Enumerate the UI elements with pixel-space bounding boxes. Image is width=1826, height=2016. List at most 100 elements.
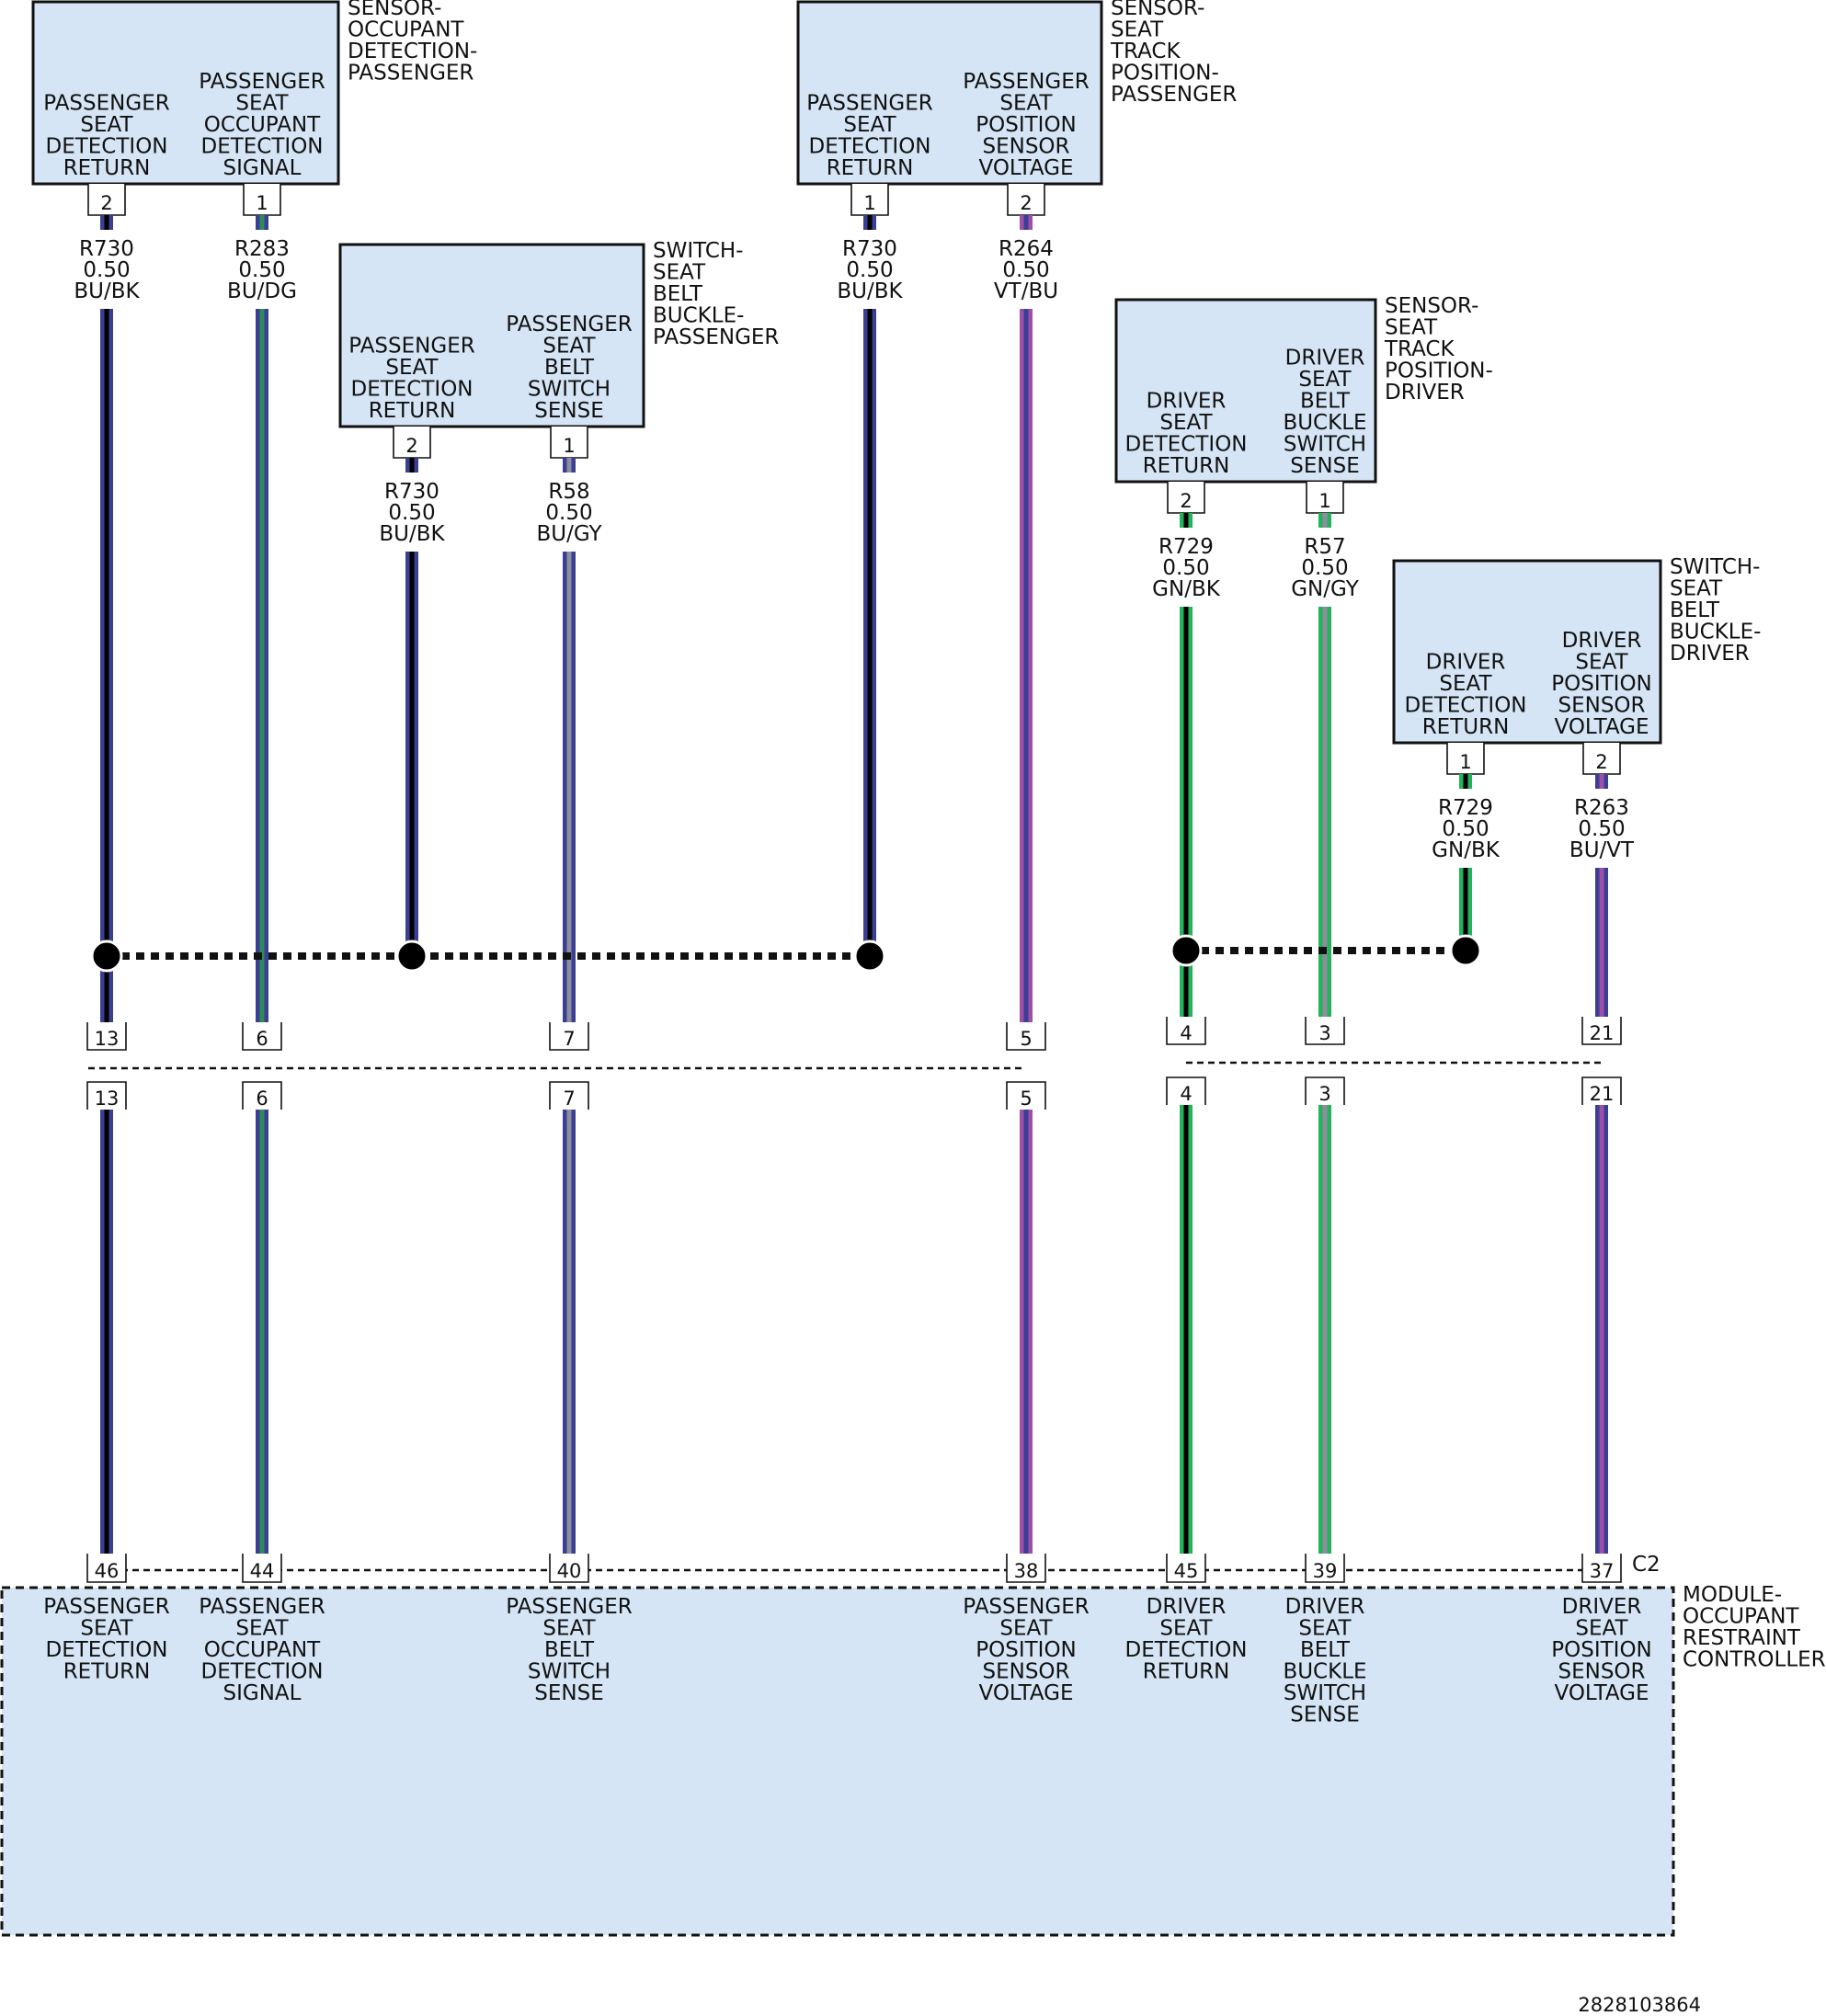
component-name-stp: SENSOR- xyxy=(1111,0,1204,20)
module-pin-function-label: BELT xyxy=(544,1638,595,1662)
module-pin-function-label: SENSE xyxy=(1290,1703,1359,1727)
inline-pin-number-lower: 5 xyxy=(1020,1088,1032,1110)
inline-pin-tab-lower xyxy=(1581,1076,1622,1105)
pin-function-label: SEAT xyxy=(1159,411,1213,435)
wire-gauge-label: 0.50 xyxy=(238,258,285,282)
pin-function-label: RETURN xyxy=(369,399,456,423)
inline-pin-tab-lower xyxy=(86,1081,127,1110)
pin-function-label: POSITION xyxy=(976,113,1077,137)
component-name-sod: DETECTION- xyxy=(348,40,477,63)
inline-pin-number-lower: 13 xyxy=(95,1088,120,1110)
wire-circuit-label: R729 xyxy=(1158,535,1214,559)
module-pin-function-label: SENSOR xyxy=(1558,1660,1645,1684)
inline-pin-tab-upper xyxy=(1006,1022,1046,1051)
inline-pin-number-lower: 7 xyxy=(563,1088,575,1110)
pin-function-label: SEAT xyxy=(385,356,439,380)
pin-function-label: RETURN xyxy=(63,156,151,180)
module-pin-tab xyxy=(1006,1554,1046,1583)
component-name-sbp: BUCKLE- xyxy=(653,304,744,328)
wire-circuit-label: R730 xyxy=(79,237,134,261)
inline-pin-number-upper: 6 xyxy=(256,1028,268,1050)
component-name-stp: POSITION- xyxy=(1111,62,1219,85)
pin-function-label: VOLTAGE xyxy=(1554,715,1649,739)
inline-pin-number-lower: 3 xyxy=(1318,1083,1330,1105)
module-pin-function-label: SIGNAL xyxy=(223,1681,302,1705)
inline-pin-number-lower: 6 xyxy=(256,1088,268,1110)
pin-function-label: DETECTION xyxy=(1124,433,1247,457)
module-pin-function-label: SEAT xyxy=(1159,1617,1213,1641)
wire-gauge-label: 0.50 xyxy=(545,501,592,525)
pin-function-label: DETECTION xyxy=(45,135,167,159)
module-pin-number: 46 xyxy=(95,1560,120,1582)
wire-circuit-label: R729 xyxy=(1438,796,1493,820)
wire-circuit-label: R57 xyxy=(1304,535,1345,559)
wire-gauge-label: 0.50 xyxy=(1442,817,1489,841)
inline-pin-number-upper: 3 xyxy=(1318,1022,1330,1044)
pin-function-label: VOLTAGE xyxy=(978,156,1073,180)
wire-circuit-label: R263 xyxy=(1574,796,1629,820)
module-pin-function-label: DETECTION xyxy=(200,1660,323,1684)
inline-pin-tab-lower xyxy=(1166,1076,1206,1105)
pin-function-label: DRIVER xyxy=(1426,651,1506,675)
wire-gauge-label: 0.50 xyxy=(388,501,435,525)
component-name-sbd: SWITCH- xyxy=(1670,555,1760,579)
pin-function-label: PASSENGER xyxy=(43,92,169,116)
module-name: RESTRAINT xyxy=(1683,1626,1801,1650)
pin-function-label: SEAT xyxy=(80,113,133,137)
wire-circuit-label: R264 xyxy=(999,237,1054,261)
pin-number: 2 xyxy=(405,435,417,457)
inline-pin-tab-lower xyxy=(549,1081,589,1110)
component-box-stp xyxy=(796,0,1103,186)
pin-function-label: BELT xyxy=(544,356,595,380)
component-name-sbd: BELT xyxy=(1670,598,1720,622)
wire-color-label: GN/GY xyxy=(1291,577,1359,601)
module-pin-function-label: RETURN xyxy=(1143,1660,1230,1684)
component-name-sod: OCCUPANT xyxy=(348,18,464,42)
pin-function-label: SENSE xyxy=(1290,454,1359,478)
component-box-sbd xyxy=(1392,559,1662,745)
pin-function-label: OCCUPANT xyxy=(204,113,321,137)
module-pin-function-label: SEAT xyxy=(235,1617,289,1641)
inline-pin-tab-upper xyxy=(242,1022,282,1051)
module-pin-function-label: SEAT xyxy=(999,1617,1053,1641)
wire-color-label: GN/BK xyxy=(1152,577,1221,601)
component-name-std: SEAT xyxy=(1385,316,1438,340)
figure-id: 2828103864 xyxy=(1578,1994,1701,2016)
pin-function-label: SEAT xyxy=(1298,368,1352,392)
pin-function-label: PASSENGER xyxy=(348,335,474,359)
module-pin-function-label: SENSOR xyxy=(982,1660,1069,1684)
pin-number: 2 xyxy=(1180,490,1192,512)
pin-number: 2 xyxy=(1595,751,1607,773)
module-pin-tab xyxy=(242,1554,282,1583)
module-name: MODULE- xyxy=(1683,1583,1782,1607)
module-pin-number: 45 xyxy=(1174,1560,1199,1582)
inline-pin-number-upper: 4 xyxy=(1180,1022,1192,1044)
module-pin-function-label: SEAT xyxy=(80,1617,133,1641)
pin-function-label: DRIVER xyxy=(1562,629,1642,653)
component-name-stp: SEAT xyxy=(1111,18,1164,42)
inline-pin-number-upper: 5 xyxy=(1020,1028,1032,1050)
pin-number: 2 xyxy=(100,192,112,214)
pin-function-label: BELT xyxy=(1300,390,1351,414)
wire-gauge-label: 0.50 xyxy=(1162,556,1209,580)
module-pin-function-label: OCCUPANT xyxy=(204,1638,321,1662)
pin-function-label: SEAT xyxy=(1439,672,1492,696)
pin-function-label: SENSE xyxy=(534,399,603,423)
component-name-std: TRACK xyxy=(1384,337,1455,361)
pin-function-label: SEAT xyxy=(542,335,596,359)
module-pin-tab xyxy=(549,1554,589,1583)
module-pin-function-label: PASSENGER xyxy=(963,1595,1089,1619)
component-name-sod: PASSENGER xyxy=(348,62,474,85)
component-box-sbp xyxy=(338,243,645,428)
module-pin-function-label: DETECTION xyxy=(45,1638,167,1662)
pin-function-label: SEAT xyxy=(1575,651,1628,675)
pin-function-label: SENSOR xyxy=(982,135,1069,159)
inline-pin-tab-upper xyxy=(1166,1017,1206,1045)
module-name: CONTROLLER xyxy=(1683,1648,1826,1672)
component-name-std: DRIVER xyxy=(1385,381,1465,404)
splice-dot xyxy=(90,940,123,973)
wire-color-label: BU/GY xyxy=(536,522,602,546)
inline-pin-tab-lower xyxy=(242,1081,282,1110)
wire-color-label: BU/DG xyxy=(227,279,297,303)
module-pin-tab xyxy=(86,1554,127,1583)
